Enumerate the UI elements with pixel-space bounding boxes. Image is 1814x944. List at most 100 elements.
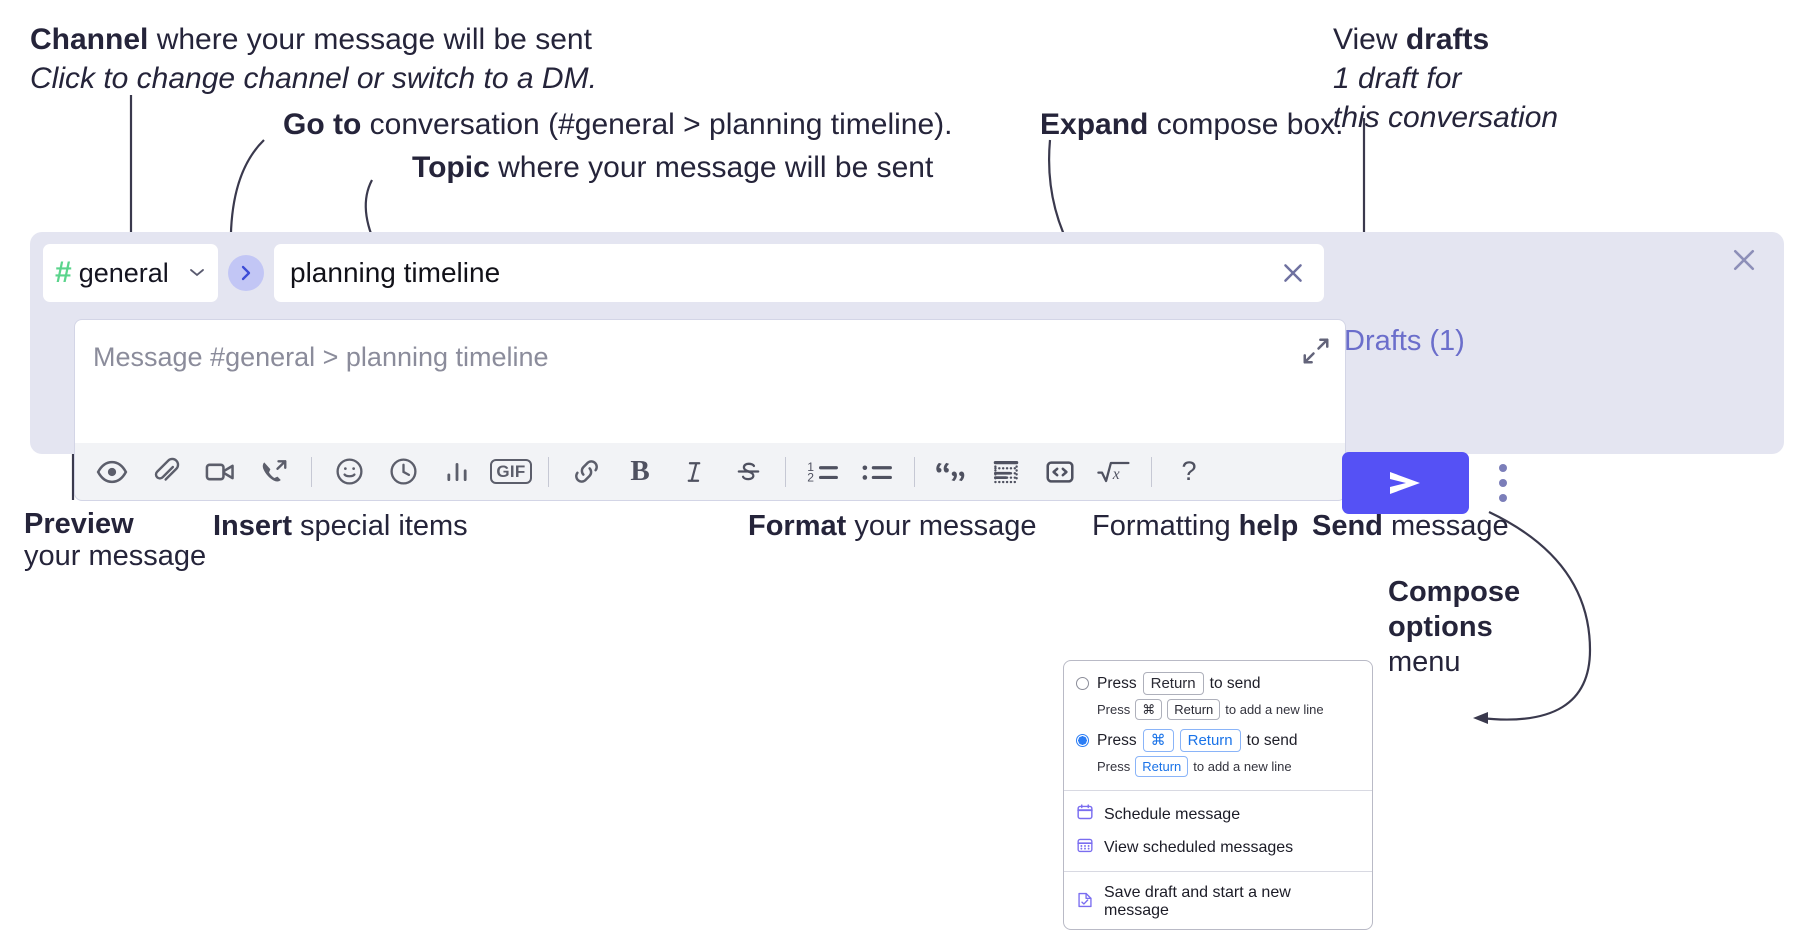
toolbar-divider (548, 456, 549, 487)
toolbar-divider (1151, 456, 1152, 487)
annotation-expand-rest: compose box. (1148, 108, 1344, 141)
menu-item-view-scheduled[interactable]: View scheduled messages (1064, 831, 1372, 864)
topic-input[interactable]: planning timeline (274, 244, 1324, 302)
preview-icon[interactable] (85, 449, 139, 495)
hash-icon: # (55, 256, 72, 289)
send-option-command-return[interactable]: Press ⌘ Return to send Press Return to a… (1064, 726, 1372, 783)
equation-icon[interactable]: x (1087, 449, 1141, 495)
video-icon[interactable] (193, 449, 247, 495)
annotation-preview: Preview your message (24, 508, 234, 573)
annotation-channel-sub: Click to change channel or switch to a D… (30, 62, 597, 95)
annotation-format-rest: your message (846, 510, 1037, 542)
compose-header-row: # general planning timeline (43, 244, 1324, 302)
toolbar-divider (914, 456, 915, 487)
annotation-preview-bold: Preview (24, 508, 134, 540)
annotation-channel-bold: Channel (30, 23, 149, 56)
annotation-send: Send message (1312, 508, 1509, 546)
annotation-drafts-bold: drafts (1405, 23, 1490, 56)
poll-icon[interactable] (430, 449, 484, 495)
ordered-list-icon[interactable]: 1 2 (796, 449, 850, 495)
emoji-icon[interactable] (322, 449, 376, 495)
annotation-compose-options: Compose options menu (1388, 575, 1568, 679)
annotation-format-bold: Format (748, 510, 847, 542)
huddle-icon[interactable] (247, 449, 301, 495)
calendar-schedule-icon (1076, 803, 1094, 826)
formatting-help-icon[interactable]: ? (1162, 449, 1216, 495)
close-icon[interactable] (1726, 242, 1762, 278)
annotation-send-bold: Send (1312, 510, 1383, 542)
annotation-insert-bold: Insert (213, 510, 292, 542)
annotation-formatting-help: Formatting help (1092, 508, 1298, 546)
clock-icon[interactable] (376, 449, 430, 495)
option-press-label: Press (1097, 674, 1137, 692)
channel-name: general (78, 257, 169, 288)
code-icon[interactable] (1033, 449, 1087, 495)
bold-label: B (630, 455, 650, 487)
strikethrough-icon[interactable] (721, 449, 775, 495)
annotation-drafts-sub2: this conversation (1333, 101, 1559, 134)
blockquote-icon[interactable] (925, 449, 979, 495)
annotation-compose-options-bold1: Compose (1388, 576, 1521, 608)
annotation-topic-bold: Topic (412, 151, 490, 184)
annotation-formatting-help-bold: help (1238, 510, 1299, 542)
menu-item-label: View scheduled messages (1104, 838, 1294, 856)
gif-icon[interactable]: GIF (484, 449, 538, 495)
bold-icon[interactable]: B (613, 449, 667, 495)
option-sub-newline: to add a new line (1193, 759, 1292, 774)
option-sub-newline: to add a new line (1225, 702, 1324, 717)
send-button[interactable] (1342, 452, 1469, 514)
go-to-conversation-button[interactable] (228, 255, 264, 291)
clear-topic-icon[interactable] (1276, 256, 1310, 290)
channel-selector-button[interactable]: # general (43, 244, 218, 302)
compose-panel: # general planning timeline Message #gen… (30, 232, 1784, 514)
radio-selected[interactable] (1076, 734, 1089, 747)
menu-item-label: Schedule message (1104, 805, 1241, 823)
key-return: Return (1142, 672, 1204, 695)
annotation-format: Format your message (748, 508, 1037, 546)
link-icon[interactable] (559, 449, 613, 495)
annotation-drafts: View drafts 1 draft for this conversatio… (1333, 20, 1558, 137)
menu-item-save-draft[interactable]: Save draft and start a new message (1064, 879, 1372, 929)
annotation-formatting-help-pre: Formatting (1092, 510, 1239, 542)
code-block-icon[interactable] (979, 449, 1033, 495)
annotation-compose-options-bold2: options (1388, 610, 1493, 643)
key-command: ⌘ (1142, 729, 1174, 752)
annotation-drafts-sub1: 1 draft for (1333, 62, 1462, 95)
annotation-compose-options-rest: menu (1388, 645, 1461, 678)
message-input[interactable]: Message #general > planning timeline (74, 319, 1346, 443)
annotation-preview-rest: your message (24, 540, 207, 573)
annotation-insert-rest: special items (291, 510, 468, 542)
radio-unselected[interactable] (1076, 677, 1089, 690)
topic-value: planning timeline (290, 257, 501, 288)
drafts-link[interactable]: Drafts (1) (1344, 325, 1465, 357)
key-return: Return (1135, 756, 1189, 777)
annotation-expand-bold: Expand (1040, 108, 1149, 141)
annotation-channel: Channel where your message will be sent … (30, 20, 597, 98)
menu-divider (1064, 871, 1372, 872)
annotation-drafts-pre: View (1333, 23, 1406, 56)
expand-compose-icon[interactable] (1301, 336, 1331, 366)
annotation-expand: Expand compose box. (1040, 105, 1343, 144)
compose-options-button[interactable] (1492, 458, 1514, 508)
menu-item-schedule-message[interactable]: Schedule message (1064, 798, 1372, 831)
annotation-goto-rest: conversation (#general > planning timeli… (361, 108, 953, 141)
menu-item-label: Save draft and start a new message (1104, 884, 1291, 919)
annotation-goto-bold: Go to (283, 108, 362, 141)
compose-options-menu: Press Return to send Press ⌘ Return to a… (1063, 660, 1373, 930)
help-glyph: ? (1181, 456, 1197, 486)
gif-label: GIF (490, 459, 532, 484)
annotation-send-rest: message (1382, 510, 1509, 542)
svg-text:1: 1 (807, 459, 814, 473)
message-placeholder: Message #general > planning timeline (93, 342, 549, 372)
bulleted-list-icon[interactable] (850, 449, 904, 495)
option-sub-press: Press (1097, 702, 1131, 717)
attachment-icon[interactable] (139, 449, 193, 495)
chevron-down-icon (188, 263, 206, 283)
key-return: Return (1167, 699, 1221, 720)
italic-icon[interactable] (667, 449, 721, 495)
send-option-return[interactable]: Press Return to send Press ⌘ Return to a… (1064, 669, 1372, 726)
option-tosend-label: to send (1209, 674, 1261, 692)
toolbar-divider (785, 456, 786, 487)
send-icon (1389, 472, 1420, 494)
